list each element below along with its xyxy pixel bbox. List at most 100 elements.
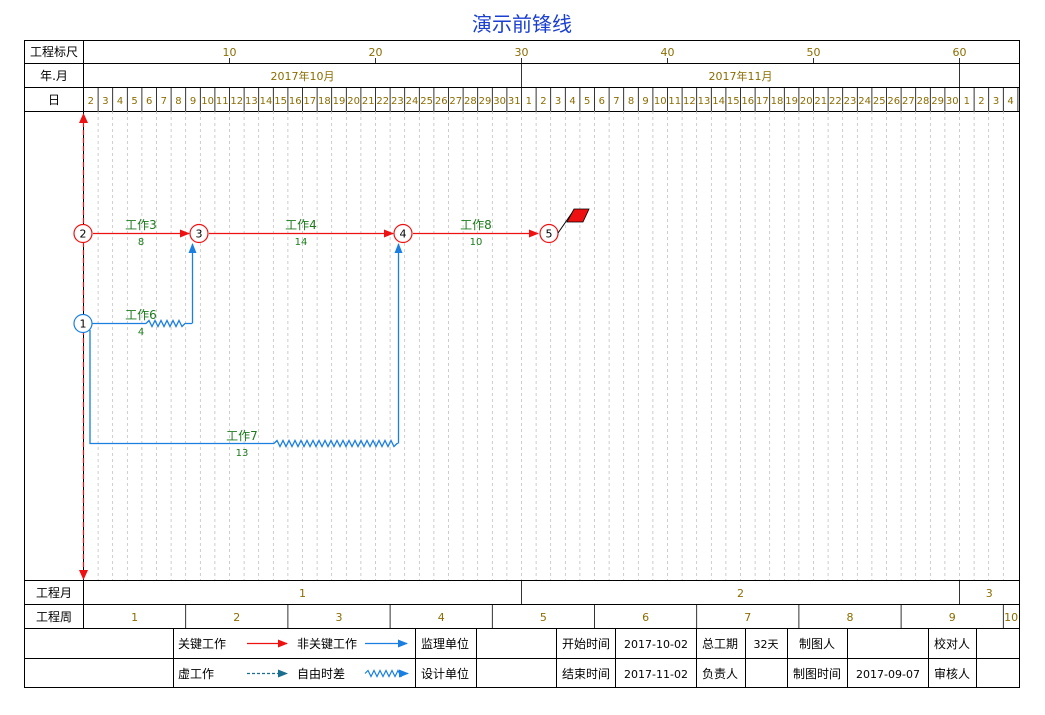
row-labels: 工程标尺 年.月 日 工程月 工程周 bbox=[30, 44, 78, 624]
day-tick: 29 bbox=[931, 96, 944, 107]
node-1[interactable]: 1 bbox=[73, 313, 93, 334]
legend-float-label: 自由时差 bbox=[297, 667, 345, 681]
project-month-tick: 1 bbox=[299, 587, 306, 600]
day-tick: 4 bbox=[569, 96, 575, 107]
node-3[interactable]: 3 bbox=[189, 223, 209, 244]
day-tick: 3 bbox=[993, 96, 999, 107]
day-tick: 21 bbox=[362, 96, 375, 107]
day-tick: 28 bbox=[917, 96, 930, 107]
start-time-value: 2017-10-02 bbox=[624, 638, 688, 651]
day-tick: 22 bbox=[376, 96, 389, 107]
nodes: 2 3 4 5 1 bbox=[73, 223, 559, 334]
project-month-tick: 2 bbox=[737, 587, 744, 600]
design-label: 设计单位 bbox=[421, 666, 469, 681]
task-duration: 4 bbox=[138, 327, 144, 338]
front-line bbox=[79, 113, 88, 580]
day-tick: 10 bbox=[654, 96, 667, 107]
ruler-tick: 30 bbox=[515, 46, 529, 59]
day-tick: 14 bbox=[712, 96, 725, 107]
node-5[interactable]: 5 bbox=[539, 223, 559, 244]
start-time-label: 开始时间 bbox=[562, 637, 610, 651]
day-tick: 12 bbox=[230, 96, 243, 107]
checker-label: 校对人 bbox=[934, 636, 970, 651]
project-month-tick: 3 bbox=[986, 587, 993, 600]
node-2[interactable]: 2 bbox=[73, 223, 93, 244]
day-tick: 22 bbox=[829, 96, 842, 107]
duration-label: 总工期 bbox=[702, 637, 738, 651]
day-tick: 18 bbox=[318, 96, 331, 107]
task-duration: 14 bbox=[295, 237, 308, 248]
project-week-tick: 5 bbox=[540, 611, 547, 624]
day-tick: 12 bbox=[683, 96, 696, 107]
day-tick: 28 bbox=[464, 96, 477, 107]
day-tick: 23 bbox=[844, 96, 857, 107]
project-week-tick: 9 bbox=[949, 611, 956, 624]
draw-time-value: 2017-09-07 bbox=[856, 668, 920, 681]
day-tick: 2 bbox=[88, 96, 94, 107]
day-tick: 7 bbox=[161, 96, 167, 107]
day-tick: 2 bbox=[978, 96, 984, 107]
project-week-label: 工程周 bbox=[36, 609, 72, 624]
month-header: 2017年11月 bbox=[709, 69, 773, 83]
legend-float-zigzag bbox=[364, 669, 405, 678]
day-tick: 29 bbox=[479, 96, 492, 107]
day-tick: 10 bbox=[201, 96, 214, 107]
project-week-tick: 2 bbox=[233, 611, 240, 624]
duration-value: 32天 bbox=[754, 638, 779, 651]
end-time-label: 结束时间 bbox=[562, 667, 610, 681]
day-tick: 13 bbox=[698, 96, 711, 107]
day-tick: 13 bbox=[245, 96, 258, 107]
project-week-tick: 1 bbox=[131, 611, 138, 624]
day-tick: 2 bbox=[540, 96, 546, 107]
project-week-tick: 10 bbox=[1004, 611, 1018, 624]
end-time-value: 2017-11-02 bbox=[624, 668, 688, 681]
node-label: 5 bbox=[546, 228, 553, 241]
project-month-label: 工程月 bbox=[36, 585, 72, 600]
day-tick: 26 bbox=[435, 96, 448, 107]
day-tick: 24 bbox=[858, 96, 871, 107]
year-month-label: 年.月 bbox=[40, 69, 68, 83]
day-tick: 24 bbox=[406, 96, 419, 107]
task-name: 工作4 bbox=[285, 218, 317, 232]
day-tick: 4 bbox=[117, 96, 123, 107]
legend: 关键工作 非关键工作 虚工作 自由时差 bbox=[178, 637, 409, 681]
day-tick: 16 bbox=[289, 96, 302, 107]
day-tick: 30 bbox=[946, 96, 959, 107]
day-tick: 21 bbox=[814, 96, 827, 107]
day-tick: 25 bbox=[873, 96, 886, 107]
task-name: 工作8 bbox=[460, 218, 492, 232]
day-tick: 25 bbox=[420, 96, 433, 107]
day-tick: 27 bbox=[902, 96, 915, 107]
day-tick: 23 bbox=[391, 96, 404, 107]
day-tick: 6 bbox=[599, 96, 605, 107]
day-tick: 20 bbox=[347, 96, 360, 107]
node-label: 3 bbox=[196, 228, 203, 241]
day-tick: 1 bbox=[526, 96, 532, 107]
node-label: 4 bbox=[400, 228, 407, 241]
day-tick: 31 bbox=[508, 96, 521, 107]
day-tick: 1 bbox=[964, 96, 970, 107]
day-tick: 26 bbox=[887, 96, 900, 107]
day-tick: 3 bbox=[555, 96, 561, 107]
ruler-label: 工程标尺 bbox=[30, 44, 78, 59]
ruler-tick: 50 bbox=[807, 46, 821, 59]
day-tick: 20 bbox=[800, 96, 813, 107]
legend-dummy-label: 虚工作 bbox=[178, 667, 214, 681]
node-4[interactable]: 4 bbox=[393, 223, 413, 244]
float-work6 bbox=[145, 319, 192, 328]
task-labels: 工作3 8 工作4 14 工作8 10 工作6 4 工作7 13 bbox=[125, 218, 492, 459]
task-duration: 10 bbox=[470, 237, 483, 248]
footer-table bbox=[24, 629, 1020, 688]
chart-title: 演示前锋线 bbox=[472, 12, 572, 36]
day-grid bbox=[97, 111, 1004, 580]
day-tick: 4 bbox=[1007, 96, 1013, 107]
day-tick: 3 bbox=[102, 96, 108, 107]
day-tick: 18 bbox=[771, 96, 784, 107]
day-tick: 9 bbox=[190, 96, 196, 107]
day-tick: 27 bbox=[449, 96, 462, 107]
day-tick: 19 bbox=[333, 96, 346, 107]
task-name: 工作7 bbox=[226, 429, 258, 443]
